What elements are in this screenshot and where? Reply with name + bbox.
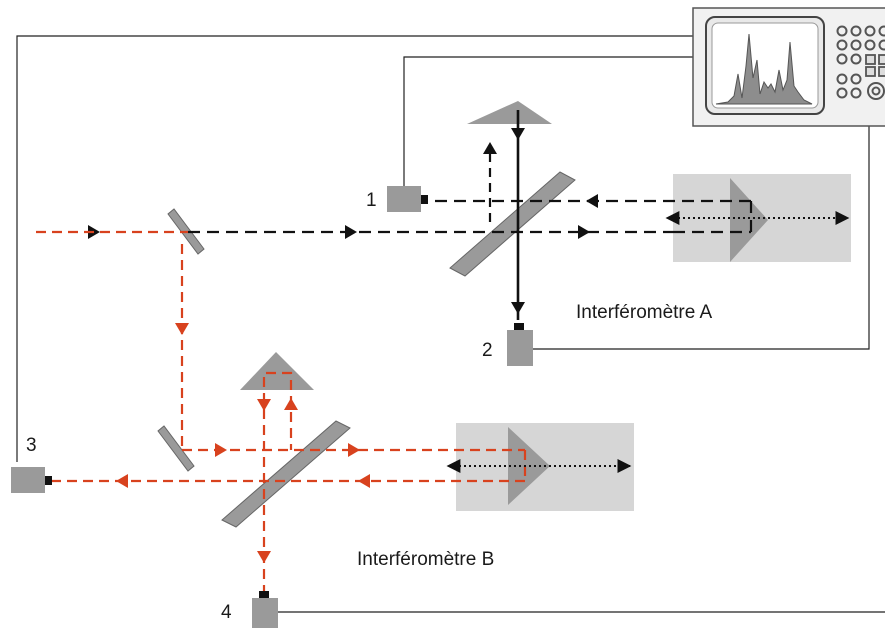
detector-icon [387,186,428,212]
detector-4-label: 4 [221,602,232,623]
beam-arrows-b [116,323,370,563]
beam-splitter-icon [449,171,576,277]
beam-paths-a [188,110,753,320]
beam-paths-b [36,230,527,595]
oscilloscope-knobs [836,25,885,100]
oscilloscope [692,7,885,127]
wire-detector-2 [533,120,870,350]
mirror-icon [157,425,195,472]
interferometer-b-label: Interféromètre B [357,549,494,570]
wire-detector-1 [403,56,698,186]
wire-detector-3 [16,35,698,462]
corner-cube-icon [467,101,552,124]
oscilloscope-buttons [865,54,885,77]
spectrum-trace [715,33,813,105]
detector-icon [507,323,533,366]
signal-wires [16,35,885,613]
detector-1-label: 1 [366,190,377,211]
beam-splitter-icon [221,420,351,528]
detector-icon [252,591,278,628]
detector-icon [11,467,52,493]
detector-2-label: 2 [482,340,493,361]
interferometer-a-label: Interféromètre A [576,302,713,323]
corner-cube-icon [240,352,314,390]
detector-3-label: 3 [26,435,37,456]
